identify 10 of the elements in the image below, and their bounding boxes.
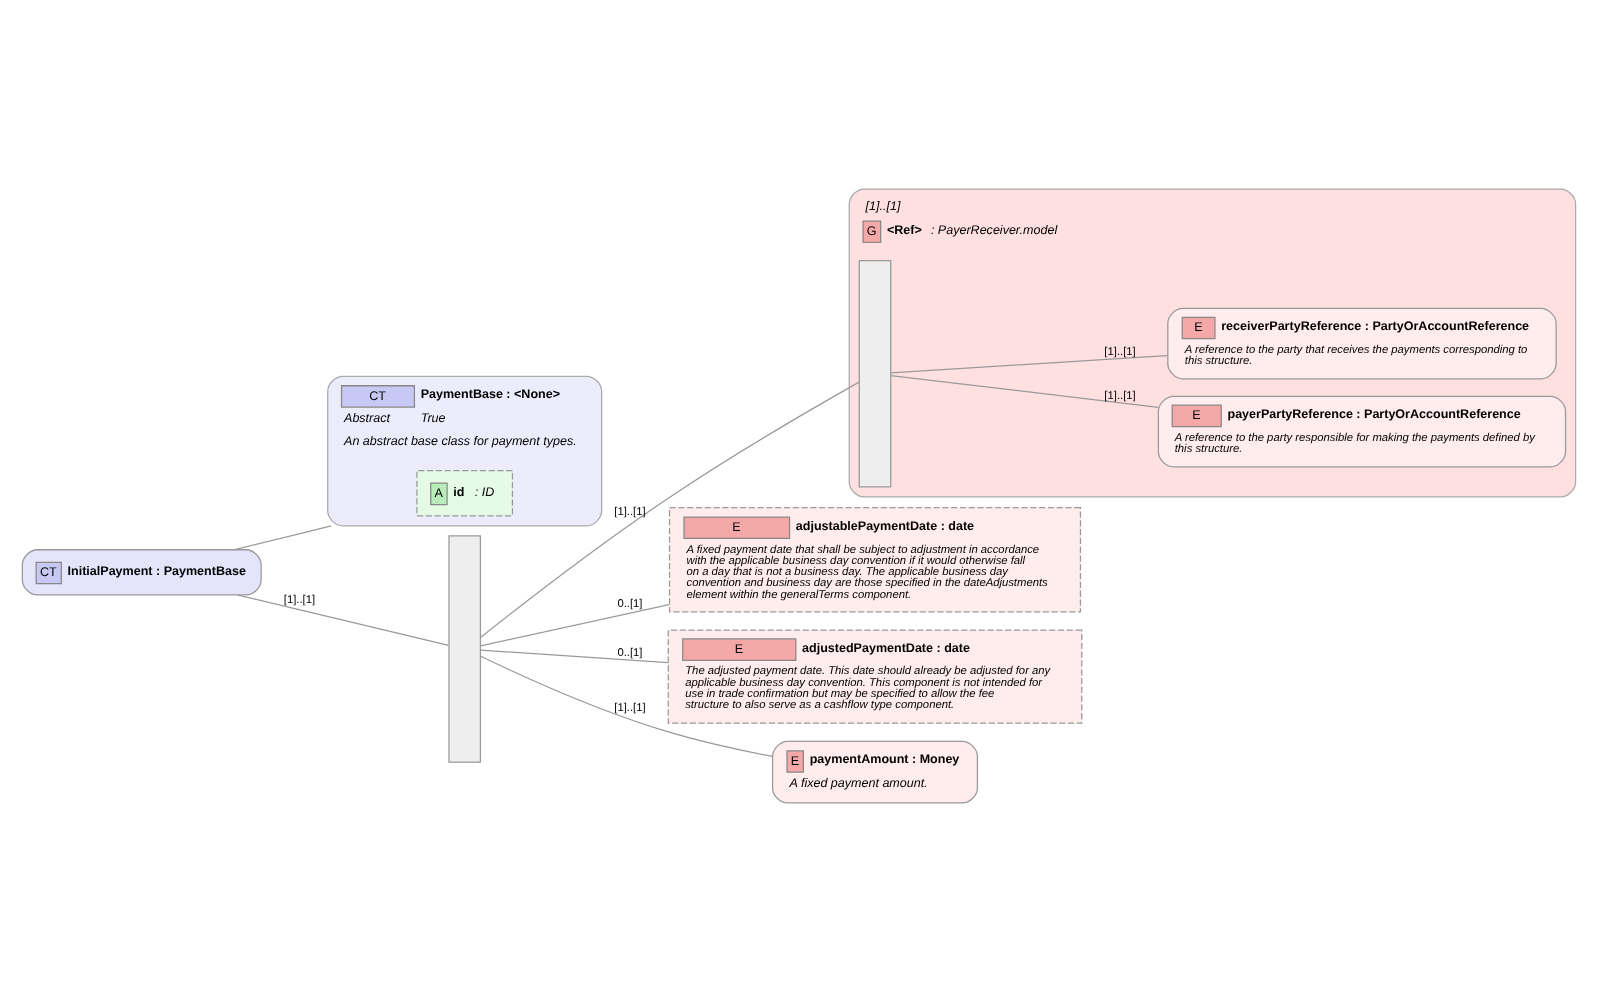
node-bar (448, 535, 482, 763)
connector (890, 374, 1159, 409)
node-bar (858, 260, 892, 488)
connector (234, 525, 332, 551)
connector (479, 649, 669, 664)
connector (237, 594, 450, 647)
connector (890, 355, 1168, 374)
connector (479, 603, 670, 647)
connector (480, 655, 774, 758)
connector (480, 381, 860, 638)
